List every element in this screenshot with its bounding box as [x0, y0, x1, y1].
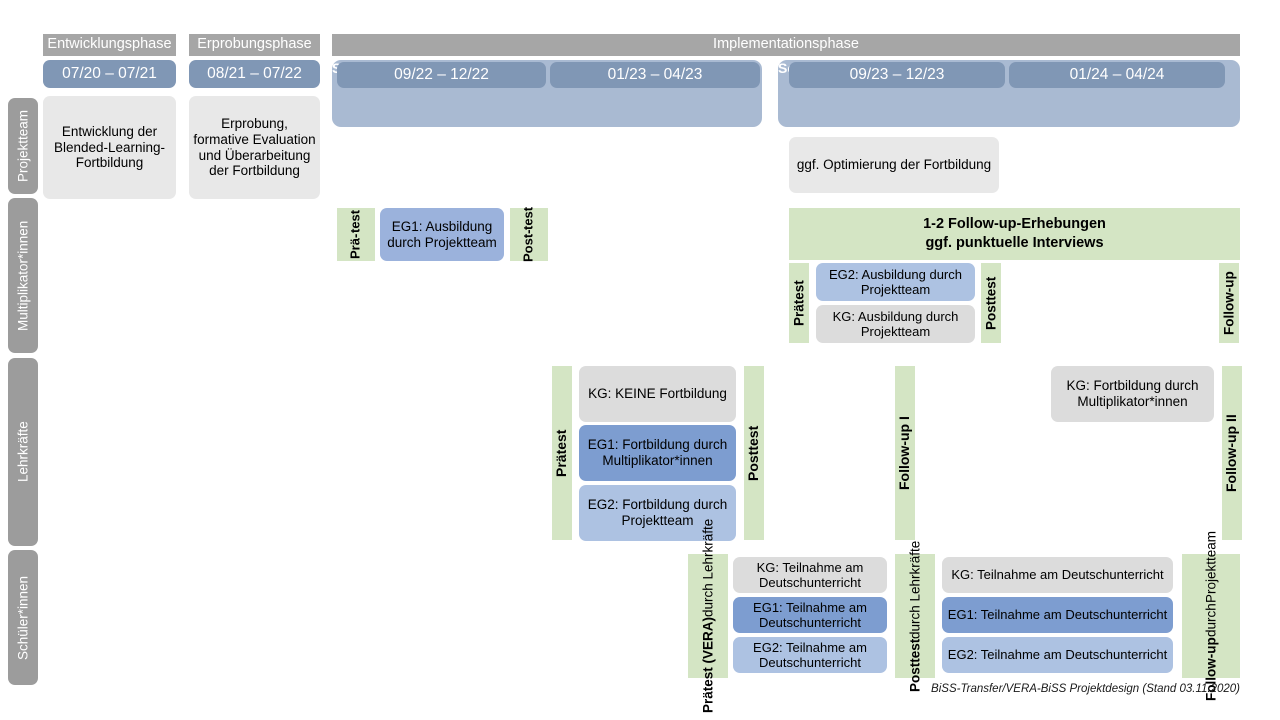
- footer-caption: BiSS-Transfer/VERA-BiSS Projektdesign (S…: [931, 683, 1240, 695]
- row-label-schuelerinnen: Schüler*innen: [8, 550, 38, 685]
- phase-header-entwicklung: Entwicklungsphase: [43, 34, 176, 56]
- date-chip-1: 08/21 – 07/22: [189, 60, 320, 88]
- schueler-posttest-strip: Posttest durch Lehrkräfte: [895, 540, 935, 692]
- lehrkraefte-eg1-box: EG1: Fortbildung durch Multiplikator*inn…: [579, 425, 736, 481]
- lehrkraefte-kg-box-right: KG: Fortbildung durch Multiplikator*inne…: [1051, 366, 1214, 422]
- row-label-multiplikatorinnen: Multiplikator*innen: [8, 198, 38, 353]
- multiplikator-posttest-strip: Posttest: [981, 263, 1001, 343]
- posttest-small-line1: Post-: [520, 229, 536, 263]
- schueler-followup-sub1: durch: [1203, 603, 1219, 638]
- projektteam-optimierung-box: ggf. Optimierung der Fortbildung: [789, 137, 999, 193]
- multiplikator-eg2-box: EG2: Ausbildung durch Projektteam: [816, 263, 975, 301]
- praetest-small-line1: Prä-: [347, 233, 363, 259]
- schueler-followup-strip: Follow-up durch Projektteam: [1182, 531, 1240, 701]
- phase-header-implementation: Implementationsphase: [332, 34, 1240, 56]
- date-chip-4: 09/23 – 12/23: [789, 62, 1005, 88]
- lehrkraefte-followup-2-strip: Follow-up II: [1222, 366, 1242, 540]
- date-chip-0: 07/20 – 07/21: [43, 60, 176, 88]
- row-label-projektteam: Projektteam: [8, 98, 38, 194]
- row-label-lehrkraefte: Lehrkräfte: [8, 358, 38, 546]
- schueler-left-box-1: EG1: Teilnahme am Deutschunterricht: [733, 597, 887, 633]
- projektteam-entwicklung-box: Entwicklung der Blended-Learning-Fortbil…: [43, 96, 176, 199]
- schueler-left-box-2: EG2: Teilnahme am Deutschunterricht: [733, 637, 887, 673]
- followup-band-line1: 1-2 Follow-up-Erhebungen: [923, 216, 1106, 233]
- lehrkraefte-praetest-strip: Prätest: [552, 366, 572, 540]
- multiplikator-followup-strip: Follow-up: [1219, 263, 1239, 343]
- schueler-left-box-0: KG: Teilnahme am Deutschunterricht: [733, 557, 887, 593]
- schueler-posttest-sub: durch Lehrkräfte: [907, 540, 923, 639]
- multiplikator-praetest-small: Prä- test: [337, 208, 375, 261]
- lehrkraefte-eg2-box: EG2: Fortbildung durch Projektteam: [579, 485, 736, 541]
- multiplikator-praetest-strip: Prätest: [789, 263, 809, 343]
- projektteam-erprobung-box: Erprobung, formative Evaluation und Über…: [189, 96, 320, 199]
- multiplikator-posttest-small: Post- test: [510, 206, 548, 263]
- multiplikator-followup-band: 1-2 Follow-up-Erhebungen ggf. punktuelle…: [789, 208, 1240, 260]
- schueler-right-box-0: KG: Teilnahme am Deutschunterricht: [942, 557, 1173, 593]
- schueler-followup-sub2: Projektteam: [1203, 531, 1219, 604]
- date-chip-3: 01/23 – 04/23: [550, 62, 760, 88]
- schueler-right-box-1: EG1: Teilnahme am Deutschunterricht: [942, 597, 1173, 633]
- date-chip-2: 09/22 – 12/22: [337, 62, 546, 88]
- schueler-praetest-strip: Prätest (VERA) durch Lehrkräfte: [688, 519, 728, 713]
- schueler-praetest-main: Prätest (VERA): [700, 617, 716, 714]
- lehrkraefte-kg-box: KG: KEINE Fortbildung: [579, 366, 736, 422]
- phase-header-erprobung: Erprobungsphase: [189, 34, 320, 56]
- lehrkraefte-posttest-strip: Posttest: [744, 366, 764, 540]
- schueler-right-box-2: EG2: Teilnahme am Deutschunterricht: [942, 637, 1173, 673]
- praetest-small-line2: test: [347, 210, 363, 234]
- multiplikator-kg-box: KG: Ausbildung durch Projektteam: [816, 305, 975, 343]
- lehrkraefte-followup-1-strip: Follow-up I: [895, 366, 915, 540]
- followup-band-line2: ggf. punktuelle Interviews: [925, 235, 1104, 251]
- schueler-praetest-sub: durch Lehrkräfte: [700, 518, 716, 618]
- posttest-small-line2: test: [520, 206, 536, 230]
- date-chip-5: 01/24 – 04/24: [1009, 62, 1225, 88]
- multiplikator-eg1-box: EG1: Ausbildung durch Projektteam: [380, 208, 504, 261]
